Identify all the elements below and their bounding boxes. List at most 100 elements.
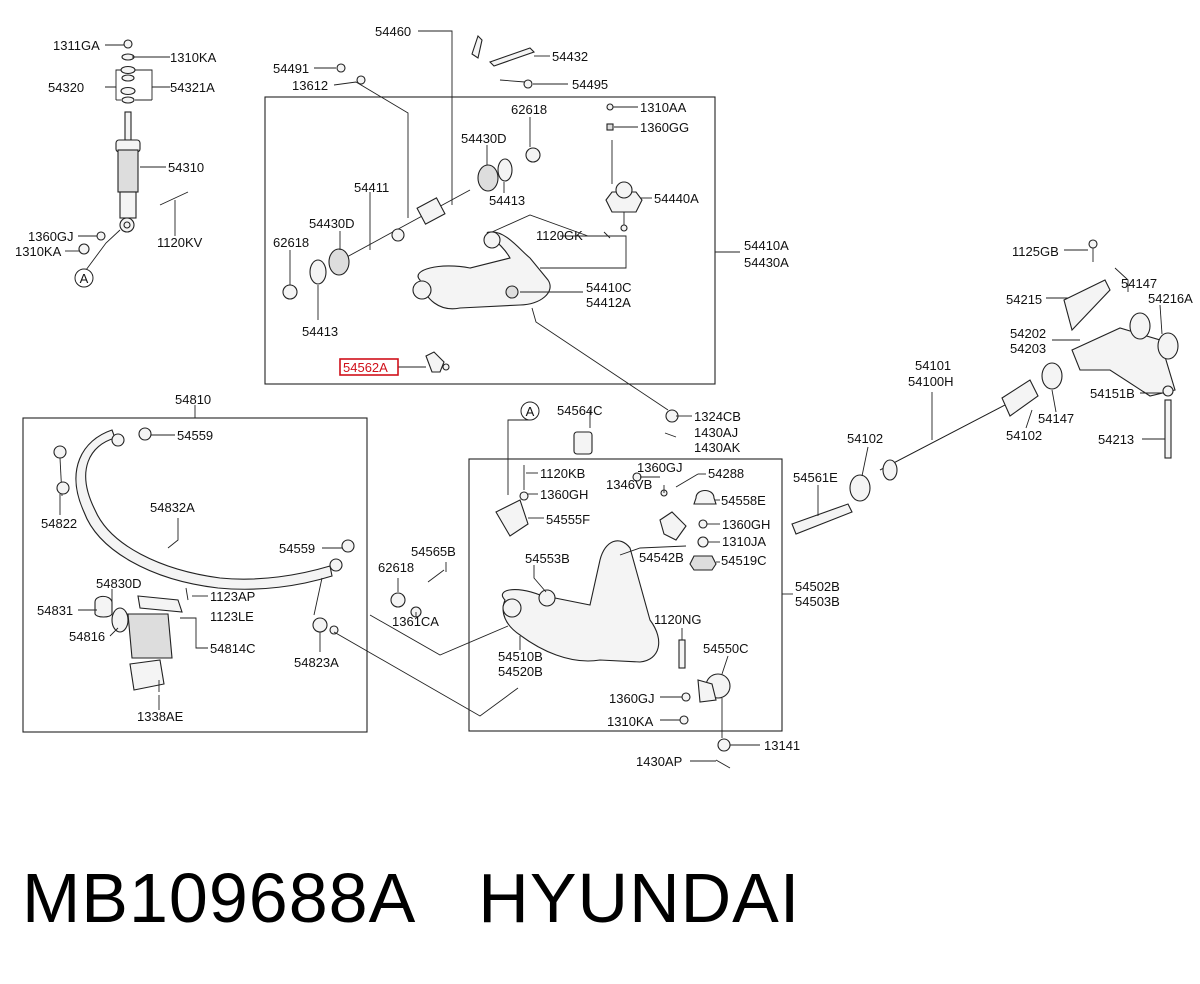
label-1120kb: 1120KB [540,466,585,481]
label-54412a: 54412A [586,295,631,310]
label-1430ap: 1430AP [636,754,682,769]
label-54564c: 54564C [557,403,603,418]
label-1338ae: 1338AE [137,709,184,724]
label-54410c: 54410C [586,280,632,295]
label-54147: 54147 [1121,276,1157,291]
stabilizer-bar-part [53,427,355,692]
label-1360gh: 1360GH [540,487,588,502]
shock-absorber-part [78,39,189,255]
label-1310ja: 1310JA [722,534,766,549]
label-54203: 54203 [1010,341,1046,356]
stabilizer-leader-lines [59,405,519,717]
label-54559: 54559 [279,541,315,556]
label-54215: 54215 [1006,292,1042,307]
label-54321a: 54321A [170,80,215,95]
label-54460: 54460 [375,24,411,39]
label-54553b: 54553B [525,551,570,566]
label-54491: 54491 [273,61,309,76]
lower-arm-leader-lines [397,410,793,762]
callout-a-arm-circle [520,401,540,421]
lower-arm-part [390,409,731,769]
callout-a-shock: A [80,271,89,286]
label-1120ng: 1120NG [654,612,701,627]
label-1310ka: 1310KA [170,50,217,65]
label-54502b: 54502B [795,579,840,594]
label-54413: 54413 [302,324,338,339]
upper-arm-group-box [264,96,716,385]
label-54411: 54411 [354,180,389,195]
label-54830d: 54830D [96,576,142,591]
label-54814c: 54814C [210,641,256,656]
upper-arm-leader-lines [289,30,740,411]
caption: MB109688A HYUNDAI [22,858,800,938]
label-54151b: 54151B [1090,386,1135,401]
label-1123le: 1123LE [210,609,254,624]
label-1310ka: 1310KA [15,244,62,259]
label-54100h: 54100H [908,374,954,389]
label-54565b: 54565B [411,544,456,559]
label-1324cb: 1324CB [694,409,741,424]
label-54101: 54101 [915,358,951,373]
label-54202: 54202 [1010,326,1046,341]
label-54102: 54102 [847,431,883,446]
label-54561e: 54561E [793,470,838,485]
label-54823a: 54823A [294,655,339,670]
label-54310: 54310 [168,160,204,175]
label-54288: 54288 [708,466,744,481]
label-54816: 54816 [69,629,105,644]
label-54432: 54432 [552,49,588,64]
label-1346vb: 1346VB [606,477,652,492]
lower-arm-group-box [468,458,783,732]
label-54822: 54822 [41,516,77,531]
drive-shaft-leader-lines [817,249,1165,516]
upper-arm-part [282,34,643,373]
label-54102: 54102 [1006,428,1042,443]
label-54440a: 54440A [654,191,699,206]
label-54413: 54413 [489,193,525,208]
label-54320: 54320 [48,80,84,95]
label-1120gk: 1120GK [536,228,583,243]
drive-shaft-part [791,239,1179,535]
label-1123ap: 1123AP [210,589,255,604]
shock-leader-lines [65,44,176,271]
part-number: MB109688A [22,859,417,937]
label-54555f: 54555F [546,512,590,527]
label-54147: 54147 [1038,411,1074,426]
label-54558e: 54558E [721,493,766,508]
label-54542b: 54542B [639,550,684,565]
label-54430d: 54430D [461,131,507,146]
label-54430a: 54430A [744,255,789,270]
label-54559: 54559 [177,428,213,443]
label-54430d: 54430D [309,216,355,231]
label-54510b: 54510B [498,649,543,664]
label-54495: 54495 [572,77,608,92]
highlight-box-54562a [339,358,399,376]
label-13612: 13612 [292,78,328,93]
label-54213: 54213 [1098,432,1134,447]
label-54562a: 54562A [343,360,388,375]
part-labels: 1311GA 1310KA 54320 54321A 54310 1360GJ … [15,24,1193,769]
brand-name: HYUNDAI [478,859,801,937]
label-54832a: 54832A [150,500,195,515]
label-54831: 54831 [37,603,73,618]
label-62618: 62618 [378,560,414,575]
label-54216a: 54216A [1148,291,1193,306]
callout-a-shock-circle [74,268,94,288]
label-1120kv: 1120KV [157,235,203,250]
label-54519c: 54519C [721,553,767,568]
label-1430ak: 1430AK [694,440,741,455]
label-54410a: 54410A [744,238,789,253]
label-1430aj: 1430AJ [694,425,738,440]
label-1310ka: 1310KA [607,714,654,729]
label-62618: 62618 [273,235,309,250]
label-54810: 54810 [175,392,211,407]
label-1360gg: 1360GG [640,120,689,135]
label-1125gb: 1125GB [1012,244,1059,259]
label-1360gj: 1360GJ [637,460,683,475]
label-1360gj: 1360GJ [28,229,74,244]
label-1361ca: 1361CA [392,614,439,629]
label-54503b: 54503B [795,594,840,609]
label-1311ga: 1311GA [53,38,100,53]
label-54550c: 54550C [703,641,749,656]
